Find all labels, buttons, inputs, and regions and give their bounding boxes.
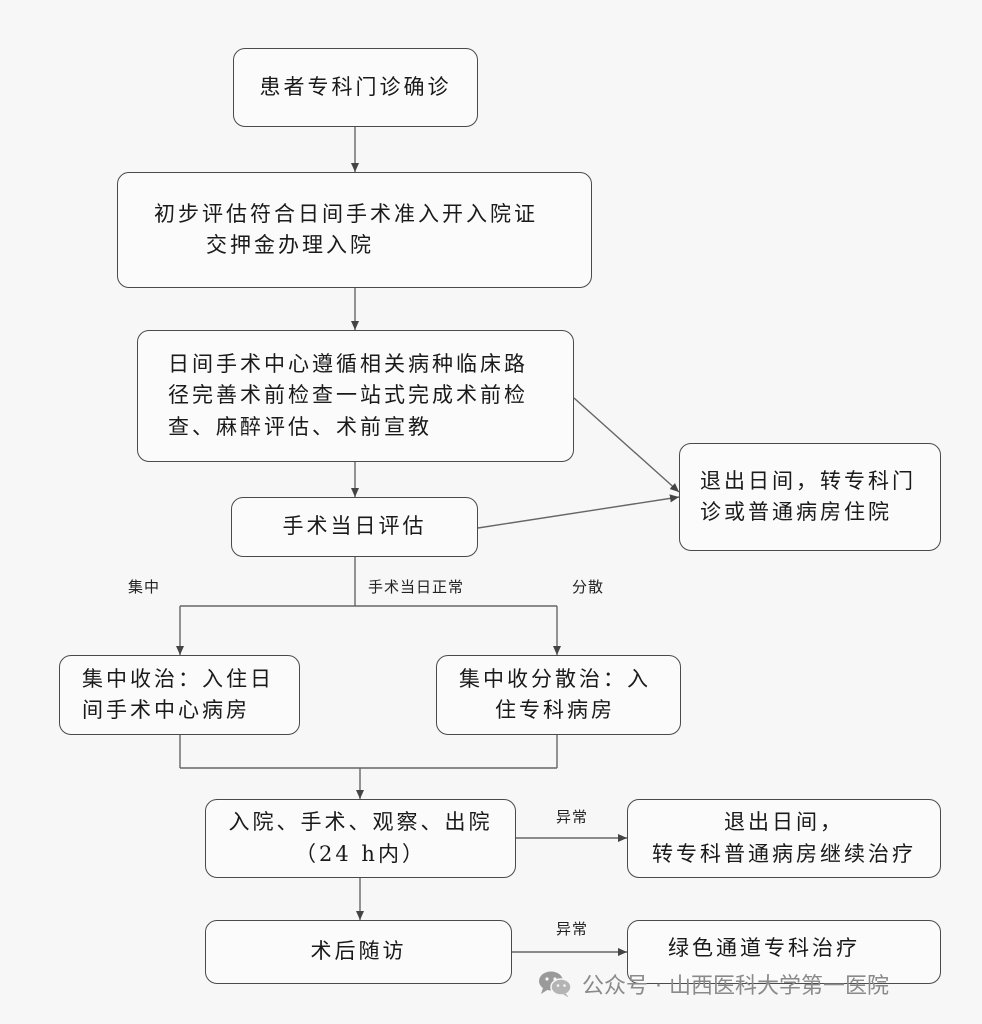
patient-clinic-text: 患者专科门诊确诊	[259, 74, 452, 99]
label-abnormal-2: 异常	[556, 920, 589, 938]
dispersed-line1: 集中收分散治：入	[459, 666, 651, 691]
admission-box: 入院、手术、观察、出院 （24 h内）	[205, 799, 516, 878]
followup-text: 术后随访	[310, 939, 407, 964]
label-dispersed: 分散	[572, 578, 605, 596]
admission-line1: 入院、手术、观察、出院	[228, 810, 493, 834]
centralized-line2: 间手术中心病房	[82, 698, 250, 722]
watermark-text: 公众号 · 山西医科大学第一医院	[582, 974, 889, 999]
center-exam-line2: 径完善术前检查一站式完成术前检	[168, 383, 528, 408]
followup-box: 术后随访	[205, 920, 512, 984]
preliminary-line1: 初步评估符合日间手术准入开入院证	[154, 201, 538, 226]
arrow-eval-to-exit	[477, 494, 680, 529]
dispersed-line2: 住专科病房	[495, 698, 615, 722]
arrow-exam-to-exit	[573, 397, 680, 493]
center-exam-line1: 日间手术中心遵循相关病种临床路	[168, 351, 528, 376]
exit-day-box: 退出日间，转专科门 诊或普通病房住院	[679, 443, 941, 551]
centralized-box: 集中收治：入住日 间手术中心病房	[59, 655, 300, 735]
preliminary-eval-box: 初步评估符合日间手术准入开入院证 交押金办理入院	[117, 172, 592, 288]
dispersed-box: 集中收分散治：入 住专科病房	[436, 655, 681, 735]
exit-day-line2: 诊或普通病房住院	[700, 500, 892, 524]
patient-clinic-box: 患者专科门诊确诊	[233, 48, 478, 127]
watermark: 公众号 · 山西医科大学第一医院	[538, 968, 889, 1000]
center-exam-line3: 查、麻醉评估、术前宣教	[168, 414, 432, 439]
preliminary-line2: 交押金办理入院	[206, 233, 374, 257]
green-channel-text: 绿色通道专科治疗	[668, 936, 860, 960]
exit-general-line2: 转专科普通病房继续治疗	[652, 841, 916, 866]
centralized-line1: 集中收治：入住日	[82, 666, 274, 691]
surgery-eval-box: 手术当日评估	[231, 497, 478, 557]
label-abnormal-1: 异常	[556, 808, 589, 826]
center-exam-box: 日间手术中心遵循相关病种临床路 径完善术前检查一站式完成术前检 查、麻醉评估、术…	[137, 330, 574, 462]
exit-general-line1: 退出日间，	[724, 810, 844, 834]
exit-day-line1: 退出日间，转专科门	[700, 468, 916, 493]
green-channel-box: 绿色通道专科治疗	[627, 920, 941, 984]
label-normal: 手术当日正常	[368, 578, 465, 596]
label-centralized: 集中	[128, 578, 161, 596]
admission-line2: （24 h内）	[295, 841, 426, 866]
surgery-eval-text: 手术当日评估	[282, 514, 427, 539]
exit-general-box: 退出日间， 转专科普通病房继续治疗	[627, 799, 941, 878]
wechat-icon	[539, 971, 572, 998]
